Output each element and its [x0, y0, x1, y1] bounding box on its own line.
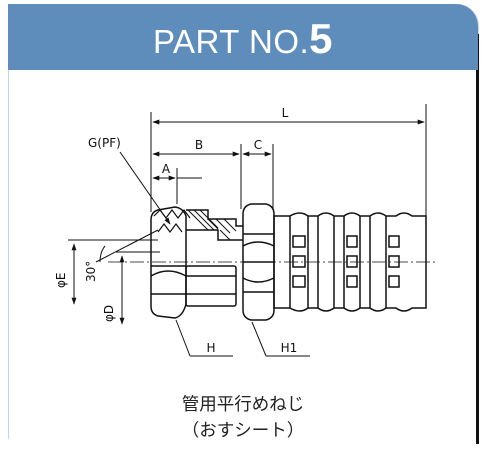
- caption-seat-type: （おすシート）: [181, 421, 305, 441]
- label-angle: 30°: [84, 261, 98, 282]
- caption-thread-type: 管用平行めねじ: [181, 395, 305, 415]
- label-thread: G(PF): [88, 136, 121, 150]
- diameter-callouts: φE φD 30°: [54, 229, 160, 325]
- label-L: L: [282, 106, 289, 120]
- part-header: PART NO.5: [8, 4, 478, 70]
- part-number-prefix: PART NO.: [152, 23, 310, 60]
- hex-h-callout: H: [175, 319, 233, 357]
- coupling-drawing: L B C A G(PF): [54, 104, 438, 357]
- dimension-B: B: [152, 138, 242, 209]
- hex-h1-callout: H1: [251, 321, 310, 357]
- label-B: B: [195, 138, 203, 152]
- label-phi-d: φD: [102, 305, 116, 322]
- part-number-value: 5: [309, 15, 334, 62]
- label-phi-e: φE: [54, 273, 68, 289]
- label-C: C: [254, 138, 262, 152]
- dimension-L: L: [150, 104, 427, 216]
- card-edge-shadow: [476, 34, 479, 444]
- dimension-A: A: [152, 162, 202, 204]
- part-card: PART NO.5 L B C: [8, 4, 479, 444]
- label-A: A: [162, 162, 171, 176]
- label-H1: H1: [281, 341, 298, 355]
- label-H: H: [206, 341, 215, 355]
- dimension-C: C: [242, 138, 274, 209]
- socket-body: [150, 203, 427, 321]
- part-number-title: PART NO.5: [8, 15, 478, 63]
